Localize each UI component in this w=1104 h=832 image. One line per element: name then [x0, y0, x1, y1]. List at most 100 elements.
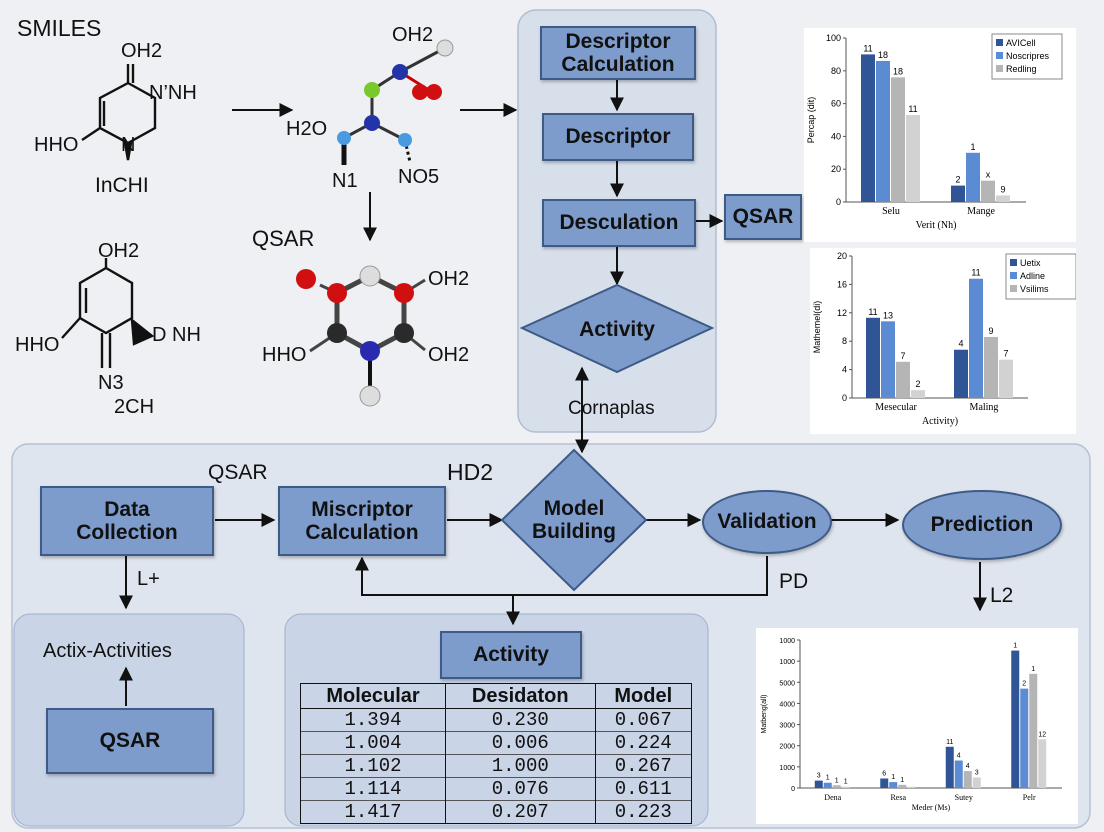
- column-header: Model: [594, 683, 692, 709]
- m3-bottom-label: 2CH: [114, 396, 155, 418]
- y-tick-label: 12: [837, 308, 847, 318]
- prediction-ellipse: Prediction: [902, 490, 1062, 560]
- x-tick-label: Mange: [967, 206, 995, 217]
- descriptor-calculation-box: Descriptor Calculation: [540, 26, 696, 80]
- data-label: 9: [988, 326, 993, 336]
- m1-nh-label: N​’NH: [149, 82, 197, 104]
- data-label: 1: [970, 142, 975, 152]
- y-tick-label: 100: [826, 33, 841, 43]
- chart-bar: [881, 321, 895, 398]
- arrow-feedback-loop: [355, 556, 768, 596]
- m1-left-label: HHO: [34, 134, 79, 156]
- molecule-4-ball-stick: [296, 265, 426, 407]
- activity-top-label: Activity: [579, 318, 655, 342]
- l2-label: L2: [990, 584, 1014, 607]
- chart-bar: [945, 746, 954, 788]
- cornaplas-label: Cornaplas: [568, 398, 655, 419]
- table-row: 1.004 0.006 0.224: [300, 731, 692, 755]
- miscriptor-calculation-box: Miscriptor Calculation: [278, 486, 446, 556]
- workflow-qsar-label: QSAR: [208, 461, 268, 484]
- x-tick-label: Sutey: [955, 793, 973, 802]
- chart-bar: [966, 152, 980, 202]
- data-label: 7: [900, 351, 905, 361]
- x-axis-label: Verit (Nh): [916, 220, 957, 231]
- chart-bar: [954, 349, 968, 398]
- legend-swatch: [1010, 272, 1017, 279]
- chart-bar: [889, 782, 898, 788]
- chart-bar: [1029, 673, 1038, 788]
- table-row: 1.394 0.230 0.067: [300, 708, 692, 732]
- y-axis-label: Mathemel(di): [812, 301, 822, 354]
- legend-swatch: [1010, 259, 1017, 266]
- m3-left-label: HHO: [15, 334, 60, 356]
- chart-bar: [996, 195, 1010, 202]
- m3-top-label: OH2: [98, 240, 140, 262]
- activity-diamond-top: [519, 283, 715, 374]
- y-tick-label: 3000: [779, 723, 795, 730]
- y-tick-label: 80: [831, 66, 841, 76]
- table-cell: 0.076: [444, 777, 596, 801]
- m2-top-label: OH2: [392, 24, 434, 46]
- data-label: 1: [891, 774, 895, 781]
- chart-bar: [1038, 739, 1047, 788]
- x-tick-label: Resa: [890, 793, 906, 802]
- chart-bar: [999, 359, 1013, 398]
- inchi-label: InCHI: [95, 174, 149, 197]
- chart-bar: [891, 77, 905, 202]
- legend-box: [991, 33, 1063, 80]
- data-label: 11: [971, 268, 980, 278]
- m4-left-label: HHO: [262, 344, 307, 366]
- activity-table: Molecular Desidaton Model 1.394 0.230 0.…: [300, 683, 692, 824]
- y-tick-label: 60: [831, 99, 841, 109]
- data-label: 3: [817, 773, 821, 780]
- table-cell: 0.207: [444, 800, 596, 824]
- chart-bar: [954, 760, 963, 788]
- chart-bar: [963, 771, 972, 788]
- m1-top-label: OH2: [121, 40, 163, 62]
- table-cell: 0.006: [444, 731, 596, 755]
- y-tick-label: 40: [831, 131, 841, 141]
- table-cell: 1.000: [444, 754, 596, 778]
- table-cell: 1.417: [300, 800, 446, 824]
- y-tick-label: 20: [831, 164, 841, 174]
- table-row: 1.417 0.207 0.223: [300, 800, 692, 824]
- table-cell: 1.004: [300, 731, 446, 755]
- y-tick-label: 5000: [779, 680, 795, 687]
- actix-activities-label: Actix-Activities: [43, 640, 172, 662]
- m4-right-bottom-label: OH2: [428, 344, 470, 366]
- column-header: Molecular: [300, 683, 446, 709]
- y-tick-label: 1000: [779, 638, 795, 645]
- legend-label: AVICell: [1006, 38, 1035, 48]
- y-tick-label: 0: [836, 197, 841, 207]
- x-axis-label: Activity): [922, 416, 958, 427]
- data-label: 4: [957, 753, 961, 760]
- activity-table-title: Activity: [440, 631, 582, 679]
- chart-bar: [876, 60, 890, 203]
- y-axis-label: Matbeng(all): [761, 695, 768, 734]
- qsar-box-bottom: QSAR: [46, 708, 214, 774]
- data-label: 12: [1038, 731, 1046, 738]
- data-label: 18: [893, 66, 903, 76]
- desculation-box: Desculation: [542, 199, 696, 247]
- table-cell: 0.611: [594, 777, 692, 801]
- table-cell: 0.067: [594, 708, 692, 732]
- data-collection-box: Data Collection: [40, 486, 214, 556]
- y-tick-label: 16: [837, 279, 847, 289]
- chart-bar: [823, 782, 832, 788]
- pd-label: PD: [779, 570, 809, 593]
- table-cell: 0.230: [444, 708, 596, 732]
- x-tick-label: Maling: [970, 402, 999, 413]
- y-tick-label: 8: [842, 336, 847, 346]
- x-tick-label: Mesecular: [875, 402, 917, 413]
- y-tick-label: 0: [791, 786, 795, 793]
- m2-n1-label: N1: [332, 170, 358, 192]
- l-plus-label: L+: [137, 568, 160, 590]
- hd2-label: HD2: [447, 459, 494, 485]
- molecule-3-structure: [61, 258, 155, 368]
- chart-bar: [911, 390, 925, 398]
- molecule-2-ball-stick: [337, 39, 454, 165]
- qsar-box-top: QSAR: [724, 194, 802, 240]
